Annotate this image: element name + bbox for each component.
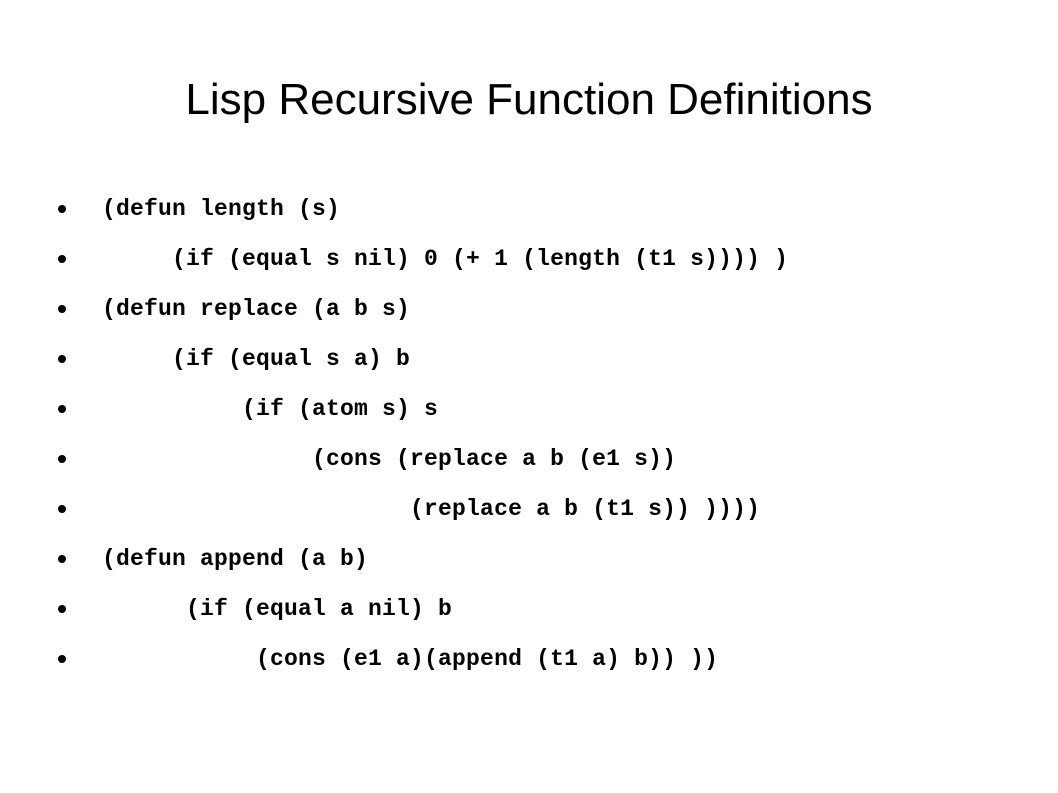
code-bullet-list: (defun length (s) (if (equal s nil) 0 (+…	[58, 184, 788, 684]
code-line-text: (if (atom s) s	[102, 396, 439, 422]
list-item: (cons (replace a b (e1 s))	[58, 434, 788, 484]
slide-title: Lisp Recursive Function Definitions	[185, 75, 873, 124]
bullet-icon	[58, 605, 66, 613]
bullet-icon	[58, 255, 66, 263]
bullet-icon	[58, 355, 66, 363]
list-item: (cons (e1 a)(append (t1 a) b)) ))	[58, 634, 788, 684]
code-line-text: (cons (e1 a)(append (t1 a) b)) ))	[102, 646, 719, 672]
bullet-icon	[58, 305, 66, 313]
bullet-icon	[58, 655, 66, 663]
list-item: (if (equal s nil) 0 (+ 1 (length (t1 s))…	[58, 234, 788, 284]
code-line-text: (if (equal s nil) 0 (+ 1 (length (t1 s))…	[102, 246, 789, 272]
code-line-text: (if (equal a nil) b	[102, 596, 453, 622]
list-item: (defun append (a b)	[58, 534, 788, 584]
code-line-text: (replace a b (t1 s)) ))))	[102, 496, 761, 522]
list-item: (if (equal s a) b	[58, 334, 788, 384]
code-line-text: (if (equal s a) b	[102, 346, 411, 372]
bullet-icon	[58, 405, 66, 413]
list-item: (replace a b (t1 s)) ))))	[58, 484, 788, 534]
list-item: (defun replace (a b s)	[58, 284, 788, 334]
bullet-icon	[58, 555, 66, 563]
list-item: (defun length (s)	[58, 184, 788, 234]
bullet-icon	[58, 205, 66, 213]
code-line-text: (cons (replace a b (e1 s))	[102, 446, 677, 472]
list-item: (if (equal a nil) b	[58, 584, 788, 634]
code-line-text: (defun replace (a b s)	[102, 296, 411, 322]
list-item: (if (atom s) s	[58, 384, 788, 434]
code-line-text: (defun append (a b)	[102, 546, 369, 572]
bullet-icon	[58, 455, 66, 463]
bullet-icon	[58, 505, 66, 513]
code-line-text: (defun length (s)	[102, 196, 341, 222]
